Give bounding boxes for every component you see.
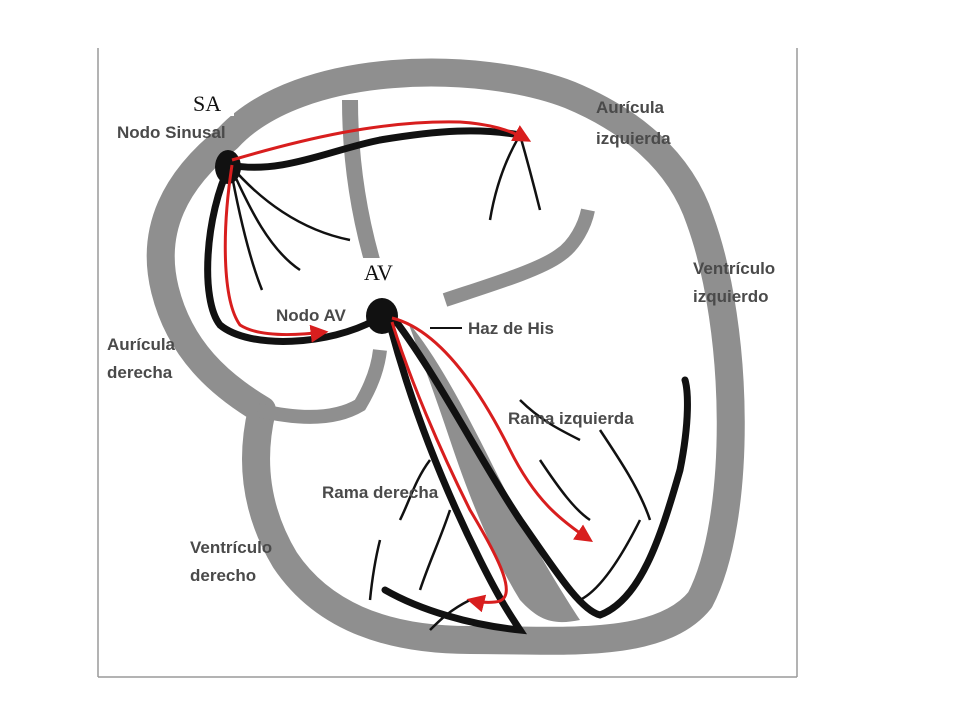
overlay-label-av: AV bbox=[364, 260, 393, 285]
bundle-right-branch-black bbox=[381, 321, 528, 635]
label-nodo-av: Nodo AV bbox=[276, 306, 347, 325]
right-atrium-floor bbox=[256, 349, 387, 424]
sa-node bbox=[215, 150, 241, 184]
left-atrium-floor bbox=[442, 208, 595, 307]
bundle-left-branch-black bbox=[391, 316, 691, 619]
heart-outer-wall bbox=[146, 58, 745, 655]
label-ventriculo-izquierdo-line2: izquierdo bbox=[693, 287, 769, 306]
impulse-arrow-right-branch bbox=[390, 321, 508, 613]
sa-branches bbox=[228, 134, 542, 291]
label-ventriculo-izquierdo-line1: Ventrículo bbox=[693, 259, 775, 278]
label-ventriculo-derecho-line2: derecho bbox=[190, 566, 256, 585]
label-ventriculo-derecho-line1: Ventrículo bbox=[190, 538, 272, 557]
overlay-label-sa: SA bbox=[193, 91, 221, 116]
label-rama-derecha: Rama derecha bbox=[322, 483, 439, 502]
av-node bbox=[366, 298, 398, 334]
label-auricula-izquierda-line1: Aurícula bbox=[596, 98, 665, 117]
label-nodo-sinusal: Nodo Sinusal bbox=[117, 123, 226, 142]
sa-label-background bbox=[190, 88, 234, 116]
label-rama-izquierda: Rama izquierda bbox=[508, 409, 634, 428]
av-label-background bbox=[360, 258, 410, 288]
impulse-arrow-to-av-node bbox=[223, 164, 329, 343]
internodal-path-upper bbox=[226, 127, 524, 171]
label-auricula-izquierda-line2: izquierda bbox=[596, 129, 671, 148]
purkinje-fibers bbox=[368, 399, 652, 631]
impulse-arrow-left-branch bbox=[391, 316, 593, 542]
impulse-arrow-to-left-atrium bbox=[231, 120, 532, 162]
label-auricula-derecha-line1: Aurícula bbox=[107, 335, 176, 354]
label-haz-de-his: Haz de His bbox=[468, 319, 554, 338]
label-auricula-derecha-line2: derecha bbox=[107, 363, 173, 382]
